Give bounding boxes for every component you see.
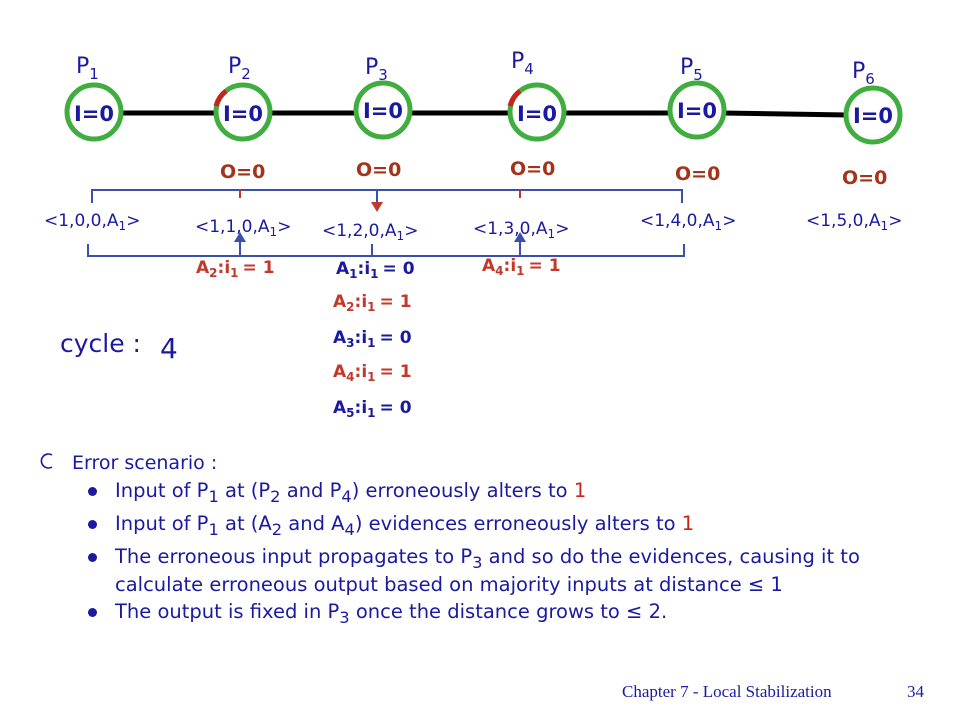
- evidence-a4: A4:i1= 1: [482, 256, 561, 278]
- bullet-dot-icon: [88, 552, 97, 562]
- bullet-sub: 4: [344, 519, 355, 539]
- node-label: P4: [511, 49, 534, 78]
- tuple-row: <1,0,0,A1> <1,1,0,A1> <1,2,0,A1> <1,3,0,…: [44, 211, 902, 243]
- node-error-arc: [507, 88, 522, 107]
- tuple-p4: <1,3,0,A1>: [473, 219, 569, 241]
- bullet-text: P: [327, 599, 340, 623]
- cycle-counter: cycle : 4: [60, 329, 178, 365]
- node-input: I=0: [223, 102, 263, 126]
- bullet-dot-icon: [88, 487, 97, 496]
- bullet-text: ) evidences erroneously alters to: [354, 511, 682, 535]
- bullet-value: 1: [573, 479, 587, 502]
- arrow-down-head: [371, 202, 383, 212]
- bullet-heading-text: Error scenario :: [72, 452, 218, 474]
- tuple-p5: <1,4,0,A1>: [640, 211, 736, 233]
- bullet-dot-icon: [88, 519, 97, 529]
- bullet-text: The output is fixed in: [115, 599, 328, 623]
- bracket-top-line: [91, 189, 683, 203]
- node-circle: [64, 82, 124, 142]
- bracket-bottom-line: [87, 244, 685, 257]
- node-input: I=0: [517, 102, 557, 126]
- bullet-text: and A: [282, 511, 345, 535]
- node-circle: [507, 82, 567, 142]
- chain-edges: [118, 110, 849, 118]
- tuple-p6: <1,5,0,A1>: [806, 211, 902, 233]
- bullet-text: Input of P: [115, 511, 209, 535]
- evidence-a2: A2:i1= 1: [196, 258, 275, 280]
- node-input: I=0: [74, 102, 114, 126]
- bullet-sub: 3: [339, 607, 350, 627]
- arrow-up-head: [234, 232, 246, 242]
- bottom-bracket: [87, 232, 685, 257]
- bullet-item: Input of P1 at (P2 and P4) erroneously a…: [40, 480, 940, 508]
- bullet-sub: 2: [270, 486, 281, 506]
- bullet-heading: Error scenario :: [40, 452, 940, 474]
- arrow-up-head: [514, 232, 526, 242]
- node-output: O=0: [356, 159, 401, 181]
- node-label: P2: [228, 54, 251, 83]
- bullet-sub: 4: [341, 486, 352, 506]
- node-p3: I=0 P3 O=0: [353, 55, 413, 181]
- bullet-text: at (A: [218, 511, 272, 535]
- bullet-item: The erroneous input propagates to P3 and…: [40, 544, 940, 596]
- node-input: I=0: [363, 99, 403, 123]
- bullet-sub: 1: [208, 519, 219, 539]
- tuple-p3: <1,2,0,A1>: [322, 221, 418, 243]
- evidence-stack-a3: A3:i1= 0: [333, 328, 412, 350]
- bullet-value: 1: [681, 511, 695, 535]
- evidence-a1: A1:i1= 0: [336, 259, 415, 281]
- cycle-label: cycle :: [60, 329, 141, 358]
- node-label: P6: [852, 59, 875, 88]
- bullet-text: Input of P: [115, 479, 209, 502]
- node-label: P3: [365, 55, 388, 84]
- node-label: P5: [680, 55, 703, 84]
- bullet-sub: 3: [472, 552, 483, 572]
- node-input: I=0: [853, 104, 893, 128]
- node-output: O=0: [220, 161, 265, 183]
- node-p2: I=0 P2 O=0: [213, 54, 273, 183]
- node-circle: [213, 82, 273, 142]
- bullet-text: The erroneous input propagates to P: [115, 544, 473, 568]
- footer-page-number: 34: [907, 682, 924, 701]
- node-error-arc: [213, 88, 228, 107]
- evidence-row: A2:i1= 1 A1:i1= 0 A4:i1= 1: [196, 256, 561, 281]
- cycle-value: 4: [160, 332, 178, 365]
- node-output: O=0: [675, 163, 720, 185]
- bullet-sub: 1: [208, 486, 219, 506]
- node-circle: [353, 80, 413, 140]
- bullet-text: ) erroneously alters to: [351, 479, 574, 502]
- evidence-stack: A2:i1= 1 A3:i1= 0 A4:i1= 1 A5:i1= 0: [333, 292, 412, 420]
- evidence-stack-a2: A2:i1= 1: [333, 292, 412, 314]
- node-output: O=0: [510, 158, 555, 180]
- node-circle: [667, 80, 727, 140]
- node-p1: I=0 P1: [64, 54, 124, 142]
- bullet-dot-icon: [88, 607, 97, 617]
- bullet-text: and so do the evidences, causing it to c…: [115, 544, 860, 596]
- node-output: O=0: [842, 167, 887, 189]
- edge-p5-p6: [721, 110, 849, 118]
- bullet-text: and P: [280, 479, 342, 502]
- tuple-p1: <1,0,0,A1>: [44, 211, 140, 233]
- bullet-text: once the distance grows to ≤ 2.: [349, 599, 668, 623]
- tuple-p2: <1,1,0,A1>: [195, 217, 291, 239]
- error-scenario-list: Error scenario : Input of P1 at (P2 and …: [40, 452, 940, 634]
- footer-chapter-title: Chapter 7 - Local Stabilization: [622, 682, 832, 701]
- node-p6: I=0 P6 O=0: [842, 59, 903, 189]
- node-label: P1: [76, 54, 99, 83]
- node-input: I=0: [677, 99, 717, 123]
- bullet-sub: 2: [271, 519, 283, 539]
- node-p4: I=0 P4 O=0: [507, 49, 567, 180]
- bullet-item: The output is fixed in P3 once the dista…: [40, 599, 940, 629]
- bullet-marker-icon: [40, 453, 53, 469]
- evidence-stack-a5: A5:i1= 0: [333, 398, 412, 420]
- top-bracket: [91, 189, 683, 212]
- node-p5: I=0 P5 O=0: [667, 55, 727, 185]
- evidence-stack-a4: A4:i1= 1: [333, 362, 412, 384]
- bullet-item: Input of P1 at (A2 and A4) evidences err…: [40, 511, 940, 541]
- bullet-text: at (P: [218, 479, 271, 502]
- node-circle: [843, 85, 903, 145]
